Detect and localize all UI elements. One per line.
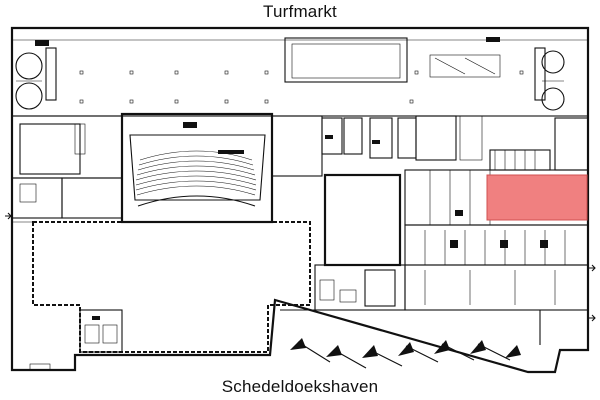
west-rooms bbox=[11, 115, 123, 219]
stair-towers bbox=[15, 50, 565, 111]
sawtooth-facade bbox=[280, 309, 541, 369]
street-label-turfmarkt: Turfmarkt bbox=[263, 2, 337, 21]
north-wing bbox=[11, 27, 589, 117]
auditorium bbox=[120, 112, 274, 224]
southwest-rooms bbox=[79, 309, 123, 353]
central-hall bbox=[323, 173, 402, 267]
central-core bbox=[271, 115, 589, 177]
south-core bbox=[314, 264, 406, 311]
highlighted-room bbox=[486, 174, 588, 221]
main-hall bbox=[12, 221, 311, 353]
columns bbox=[79, 70, 524, 104]
entrance-markers bbox=[5, 212, 596, 371]
street-label-schedeldoekshaven: Schedeldoekshaven bbox=[221, 377, 379, 396]
